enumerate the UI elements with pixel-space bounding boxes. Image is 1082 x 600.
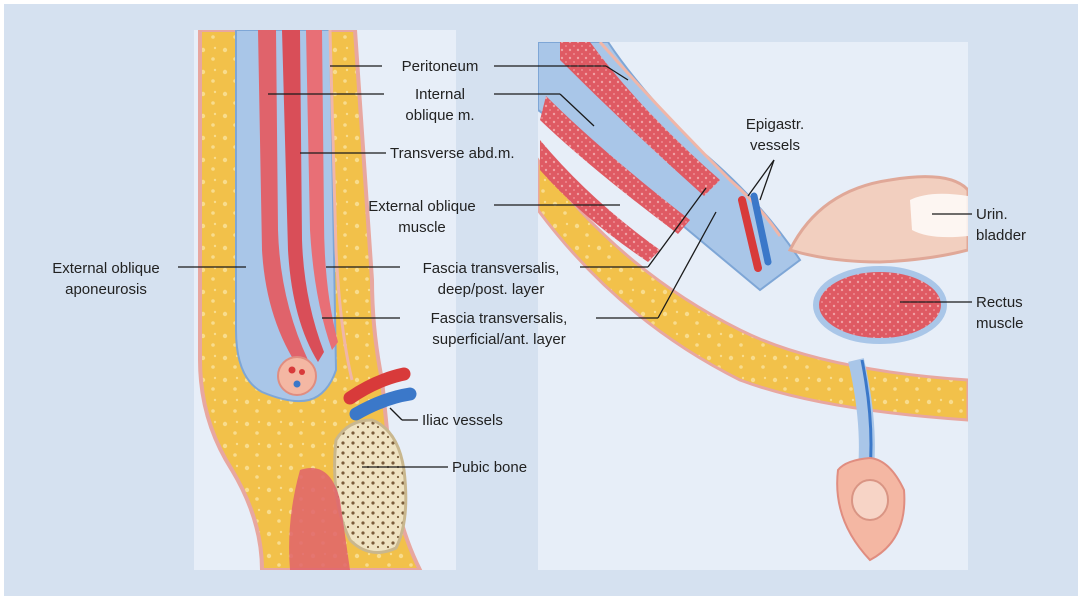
label-epigastric-vessels: Epigastr. vessels	[730, 114, 820, 156]
label-pubic-bone: Pubic bone	[452, 457, 527, 478]
label-rectus-muscle: Rectus muscle	[976, 292, 1024, 334]
label-peritoneum: Peritoneum	[384, 56, 496, 77]
label-external-oblique-muscle: External oblique muscle	[350, 196, 494, 238]
rectus-muscle	[816, 269, 944, 341]
label-transverse-muscle: Transverse abd.m.	[390, 143, 515, 164]
pubic-bone	[335, 420, 406, 553]
label-urinary-bladder: Urin. bladder	[976, 204, 1026, 246]
label-fascia-superficial: Fascia transversalis, superficial/ant. l…	[402, 308, 596, 350]
label-external-oblique-aponeurosis: External oblique aponeurosis	[34, 258, 178, 300]
label-fascia-deep: Fascia transversalis, deep/post. layer	[402, 258, 580, 300]
label-internal-oblique: Internal oblique m.	[386, 84, 494, 126]
spermatic-cord	[278, 357, 316, 395]
label-iliac-vessels: Iliac vessels	[422, 410, 503, 431]
